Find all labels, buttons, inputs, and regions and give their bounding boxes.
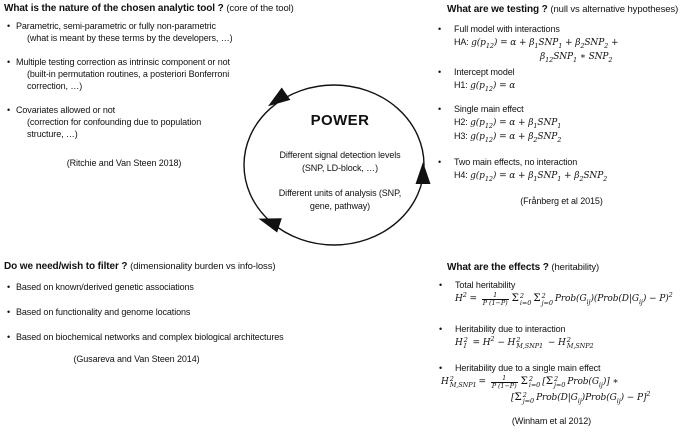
bullet-content: Covariates allowed or not (correction fo… xyxy=(16,104,346,140)
panel-hypotheses: What are we testing ? (null vs alternati… xyxy=(438,4,685,207)
bullet-marker: • xyxy=(438,104,442,114)
bullet-text: Full model with interactions xyxy=(454,24,560,34)
bullet-item: • Heritability due to a single main effe… xyxy=(439,362,685,405)
power-cycle-text: POWER Different signal detection levels … xyxy=(249,112,431,212)
bullet-marker: • xyxy=(439,324,443,334)
panel-hypotheses-heading: What are we testing ? (null vs alternati… xyxy=(438,4,685,16)
bullet-item: • Parametric, semi-parametric or fully n… xyxy=(4,20,346,44)
bullet-text: Single main effect xyxy=(454,104,524,114)
bullet-item: • Single main effect H2: g(p12) = α + β1… xyxy=(438,103,685,143)
heading-note: (core of the tool) xyxy=(226,3,294,14)
formula-line: HA: g(p12) = α + β1SNP1 + β2SNP2 + xyxy=(454,37,619,50)
citation-gusareva-van-steen: (Gusareva and Van Steen 2014) xyxy=(73,354,200,364)
formula-line: H1: g(p12) = α xyxy=(454,80,516,93)
cycle-arrowhead-right-icon xyxy=(415,162,431,184)
units-line2: gene, pathway) xyxy=(309,200,371,211)
signal-detection-line2: (SNP, LD-block, …) xyxy=(301,162,379,173)
bullet-item: • Based on functionality and genome loca… xyxy=(4,306,434,318)
bullet-marker: • xyxy=(438,24,442,34)
bullet-content: Multiple testing correction as intrinsic… xyxy=(16,56,346,92)
heading-note: (dimensionality burden vs info-loss) xyxy=(130,261,276,272)
bullet-content: Heritability due to a single main effect… xyxy=(441,362,685,405)
bullet-marker: • xyxy=(7,21,11,31)
bullet-subtext: (what is meant by these terms by the dev… xyxy=(27,33,233,43)
bullet-text: Parametric, semi-parametric or fully non… xyxy=(16,21,216,31)
bullet-item: • Full model with interactions HA: g(p12… xyxy=(438,23,685,63)
bullet-text: Intercept model xyxy=(454,67,515,77)
bullet-marker: • xyxy=(7,282,11,292)
power-cycle-diagram xyxy=(243,84,431,246)
bullet-text: Two main effects, no interaction xyxy=(454,157,578,167)
bullet-marker: • xyxy=(439,280,443,290)
bullet-marker: • xyxy=(7,105,11,115)
bullet-text: Based on functionality and genome locati… xyxy=(16,307,191,317)
panel-filtering: Do we need/wish to filter ? (dimensional… xyxy=(4,261,434,365)
bullet-content: Full model with interactions HA: g(p12) … xyxy=(454,23,685,63)
bullet-subtext: correction, …) xyxy=(27,81,83,91)
bullet-text: Based on biochemical networks and comple… xyxy=(16,332,284,342)
panel-analytic-tool: What is the nature of the chosen analyti… xyxy=(4,3,346,169)
panel-effects-heading: What are the effects ? (heritability) xyxy=(439,262,685,274)
bullet-text: Based on known/derived genetic associati… xyxy=(16,282,194,292)
signal-detection-note: Different signal detection levels (SNP, … xyxy=(249,149,431,174)
formula-line: β12SNP1 ∗ SNP2 xyxy=(540,52,613,64)
bullet-content: Two main effects, no interaction H4: g(p… xyxy=(454,156,685,182)
signal-detection-line1: Different signal detection levels xyxy=(279,150,401,160)
bullet-marker: • xyxy=(7,57,11,67)
heading-text: Do we need/wish to filter ? xyxy=(4,261,128,272)
bullet-text: Heritability due to a single main effect xyxy=(455,362,601,373)
bullet-subtext: structure, …) xyxy=(27,129,78,139)
formula-line: H2: g(p12) = α + β1SNP1 xyxy=(454,117,562,130)
formula-line: H3: g(p12) = α + β2SNP2 xyxy=(454,131,562,144)
panel-analytic-tool-heading: What is the nature of the chosen analyti… xyxy=(4,3,346,15)
bullet-item: • Intercept model H1: g(p12) = α xyxy=(438,66,685,92)
cycle-arrowhead-bottom-left-icon xyxy=(258,218,282,233)
citation-ritchie-van-steen: (Ritchie and Van Steen 2018) xyxy=(66,158,182,168)
formula-line: H4: g(p12) = α + β1SNP1 + β2SNP2 xyxy=(454,170,608,183)
bullet-item: • Multiple testing correction as intrins… xyxy=(4,56,346,92)
bullet-item: • Covariates allowed or not (correction … xyxy=(4,104,346,140)
heading-text: What is the nature of the chosen analyti… xyxy=(4,3,224,14)
heading-note: (heritability) xyxy=(551,262,600,273)
heading-text: What are we testing ? xyxy=(447,4,548,15)
bullet-marker: • xyxy=(7,307,11,317)
bullet-marker: • xyxy=(439,362,443,373)
bullet-content: Parametric, semi-parametric or fully non… xyxy=(16,20,346,44)
panel-effects: What are the effects ? (heritability) • … xyxy=(439,262,685,427)
bullet-item: • Based on biochemical networks and comp… xyxy=(4,331,434,343)
bullet-subtext: (built-in permutation routines, a poster… xyxy=(27,69,230,79)
units-of-analysis-note: Different units of analysis (SNP, gene, … xyxy=(249,187,431,212)
citation-winham: (Winham et al 2012) xyxy=(511,415,592,426)
bullet-marker: • xyxy=(7,332,11,342)
units-line1: Different units of analysis (SNP, xyxy=(278,188,402,198)
bullet-content: Single main effect H2: g(p12) = α + β1SN… xyxy=(454,103,685,143)
heading-text: What are the effects ? xyxy=(447,262,549,273)
citation-franberg: (Frånberg et al 2015) xyxy=(520,196,603,206)
panel-filtering-heading: Do we need/wish to filter ? (dimensional… xyxy=(4,261,434,273)
bullet-text: Covariates allowed or not xyxy=(16,105,116,115)
bullet-subtext: (correction for confounding due to popul… xyxy=(27,117,202,127)
bullet-text: Heritability due to interaction xyxy=(455,324,566,334)
bullet-content: Intercept model H1: g(p12) = α xyxy=(454,66,685,92)
bullet-text: Multiple testing correction as intrinsic… xyxy=(16,57,230,67)
bullet-item: • Two main effects, no interaction H4: g… xyxy=(438,156,685,182)
bullet-item: • Based on known/derived genetic associa… xyxy=(4,281,434,293)
bullet-text: Total heritability xyxy=(455,280,516,290)
heading-note: (null vs alternative hypotheses) xyxy=(550,4,679,15)
cycle-arrowhead-top-left-icon xyxy=(267,87,291,107)
power-title: POWER xyxy=(310,112,370,129)
bullet-marker: • xyxy=(438,67,442,77)
bullet-marker: • xyxy=(438,157,442,167)
